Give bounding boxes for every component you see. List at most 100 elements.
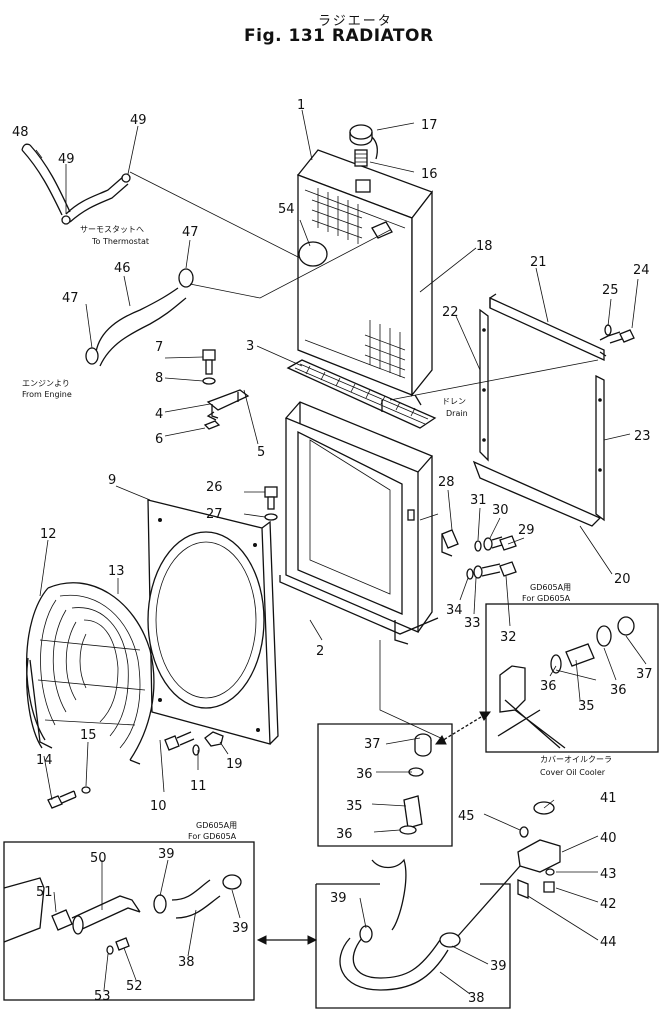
callout-7: 7	[155, 340, 163, 355]
radiator-core-drawing	[296, 149, 434, 406]
bolt-7-drawing	[202, 349, 216, 385]
gd605a-inset-bottom	[3, 841, 255, 1001]
note-gd605a-top-jp: GD605A用	[530, 583, 571, 592]
radiator-frame-drawing	[279, 401, 439, 645]
callout-47-left: 47	[62, 291, 79, 306]
callout-36-inset-top-a: 36	[540, 679, 557, 694]
callout-8: 8	[155, 371, 163, 386]
callout-39-b: 39	[232, 921, 249, 936]
callout-16: 16	[421, 167, 438, 182]
leader-lines	[35, 109, 647, 995]
fan-guard-drawing	[25, 582, 155, 765]
callout-26: 26	[206, 480, 223, 495]
callout-45: 45	[458, 809, 475, 824]
note-gd605a-bottom-jp: GD605A用	[196, 821, 237, 830]
note-drain-jp: ドレン	[442, 397, 466, 406]
callout-38-inset-right: 38	[468, 991, 485, 1006]
callout-46: 46	[114, 261, 131, 276]
callout-28: 28	[438, 475, 455, 490]
callout-39-d: 39	[490, 959, 507, 974]
bolt-14-drawing	[47, 786, 91, 809]
callout-38-inset-left: 38	[178, 955, 195, 970]
callout-14: 14	[36, 753, 53, 768]
callout-6: 6	[155, 432, 163, 447]
note-engine-jp: エンジンより	[22, 379, 70, 388]
bolt-24-drawing	[604, 324, 635, 344]
callout-27: 27	[206, 507, 223, 522]
callout-11: 11	[190, 779, 207, 794]
callout-40: 40	[600, 831, 617, 846]
callout-20: 20	[614, 572, 631, 587]
callout-29: 29	[518, 523, 535, 538]
callout-51: 51	[36, 885, 53, 900]
callout-1: 1	[297, 98, 305, 113]
callout-49-left: 49	[58, 152, 75, 167]
callout-18: 18	[476, 239, 493, 254]
callout-21: 21	[530, 255, 547, 270]
callout-17: 17	[421, 118, 438, 133]
annotation-notes: サーモスタットへ To Thermostat エンジンより From Engin…	[22, 225, 612, 841]
callout-9: 9	[108, 473, 116, 488]
radiator-cap-drawing	[349, 124, 378, 167]
callout-39-a: 39	[158, 847, 175, 862]
callout-36-inset-lower-a: 36	[356, 767, 373, 782]
note-gd605a-top-en: For GD605A	[522, 594, 571, 603]
side-plates-drawing	[472, 293, 609, 527]
callout-47-top: 47	[182, 225, 199, 240]
callout-34: 34	[446, 603, 463, 618]
upper-hose-drawing	[21, 143, 194, 367]
callout-36-inset-lower-b: 36	[336, 827, 353, 842]
bolt-10-drawing	[164, 731, 224, 756]
callout-44: 44	[600, 935, 617, 950]
callout-30: 30	[492, 503, 509, 518]
callout-37-inset-top: 37	[636, 667, 653, 682]
callout-25: 25	[602, 283, 619, 298]
pipe-40-drawing	[457, 801, 561, 937]
callout-31: 31	[470, 493, 487, 508]
callout-5: 5	[257, 445, 265, 460]
gd605a-inset-top	[485, 603, 659, 753]
callout-22: 22	[442, 305, 459, 320]
bracket-28-drawing	[441, 529, 517, 580]
callout-12: 12	[40, 527, 57, 542]
bracket-drawing	[203, 389, 250, 430]
callout-53: 53	[94, 989, 111, 1004]
fan-shroud-drawing	[147, 499, 279, 745]
arrow-double	[256, 935, 318, 945]
callout-19: 19	[226, 757, 243, 772]
callout-3: 3	[246, 339, 254, 354]
callout-13: 13	[108, 564, 125, 579]
callout-35-inset-lower: 35	[346, 799, 363, 814]
callout-2: 2	[316, 644, 324, 659]
strainer-drawing	[286, 359, 437, 429]
callout-50: 50	[90, 851, 107, 866]
oil-cooler-hose-inset	[315, 723, 511, 1009]
title-japanese: ラジエータ	[318, 14, 393, 29]
figure-title: Fig. 131 RADIATOR	[244, 26, 434, 46]
callout-24: 24	[633, 263, 650, 278]
note-engine-en: From Engine	[22, 390, 72, 399]
note-gd605a-bottom-en: For GD605A	[188, 832, 237, 841]
inset-arrow	[435, 711, 491, 745]
callout-36-inset-top-b: 36	[610, 683, 627, 698]
callout-37-inset-lower: 37	[364, 737, 381, 752]
note-cover-oil-cooler-en: Cover Oil Cooler	[540, 768, 606, 777]
callout-39-c: 39	[330, 891, 347, 906]
callout-41: 41	[600, 791, 617, 806]
callout-15: 15	[80, 728, 97, 743]
callout-43: 43	[600, 867, 617, 882]
callout-4: 4	[155, 407, 163, 422]
note-thermostat-en: To Thermostat	[91, 237, 149, 246]
callout-10: 10	[150, 799, 167, 814]
callout-54: 54	[278, 202, 295, 217]
callout-49-right: 49	[130, 113, 147, 128]
callout-33: 33	[464, 616, 481, 631]
note-drain-en: Drain	[446, 409, 468, 418]
callout-48: 48	[12, 125, 29, 140]
callout-35-inset-top: 35	[578, 699, 595, 714]
note-cover-oil-cooler-jp: カバーオイルクーラ	[540, 755, 612, 764]
callout-labels: 1 2 3 4 5 6 7 8 9 10 11 12 13 14 15 16 1…	[12, 98, 653, 1006]
callout-42: 42	[600, 897, 617, 912]
note-thermostat-jp: サーモスタットへ	[80, 225, 144, 234]
